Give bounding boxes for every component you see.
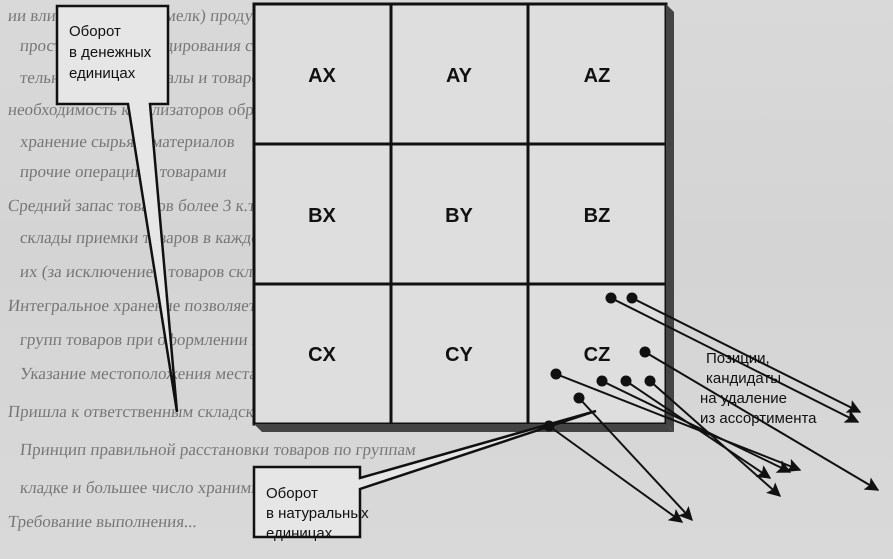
- removal-arrow: [601, 380, 792, 473]
- removal-candidate-dot: [550, 368, 562, 380]
- removal-arrow: [578, 397, 693, 522]
- cell-cz: CZ: [584, 344, 611, 366]
- cell-ax: AX: [308, 65, 336, 87]
- removal-arrow: [644, 351, 880, 491]
- candidates-line-3: на удаление: [700, 390, 787, 407]
- candidates-line-2: кандидаты: [706, 370, 781, 387]
- callout-money-line-3: единицах: [69, 65, 136, 82]
- callout-natural-shape: [252, 409, 597, 539]
- removal-candidate-dot: [626, 292, 638, 304]
- callout-money-turnover: Оборот в денежных единицах: [55, 4, 179, 413]
- cell-bz: BZ: [584, 205, 611, 227]
- cell-by: BY: [445, 205, 473, 227]
- removal-candidate-dot: [573, 392, 585, 404]
- matrix-depth-bottom: [254, 424, 674, 432]
- removal-candidate-dot: [644, 375, 656, 387]
- candidates-line-4: из ассортимента: [700, 410, 817, 427]
- cell-az: AZ: [584, 65, 611, 87]
- callout-natural-line-3: единицах: [266, 525, 333, 542]
- removal-candidate-dot: [620, 375, 632, 387]
- removal-candidate-dot: [543, 420, 555, 432]
- removal-arrow: [649, 380, 782, 497]
- callout-money-shape: [55, 4, 179, 413]
- removal-candidate-dot: [596, 375, 608, 387]
- cell-cx: CX: [308, 344, 336, 366]
- callout-money-line-1: Оборот: [69, 23, 121, 40]
- removal-arrow: [631, 297, 862, 413]
- removal-arrow: [625, 380, 772, 479]
- candidates-line-1: Позиции,: [706, 350, 770, 367]
- cell-bx: BX: [308, 205, 336, 227]
- removal-arrow: [555, 373, 802, 472]
- removal-candidate-dot: [605, 292, 617, 304]
- removal-arrow: [610, 297, 860, 423]
- callout-candidates: Позиции, кандидаты на удаление из ассорт…: [700, 350, 817, 427]
- callout-money-line-2: в денежных: [69, 44, 152, 61]
- cell-ay: AY: [446, 65, 473, 87]
- abc-xyz-matrix: AX AY AZ BX BY BZ CX CY CZ: [252, 2, 674, 432]
- cell-cy: CY: [445, 344, 473, 366]
- removal-arrow: [548, 425, 684, 523]
- removal-candidate-dot: [639, 346, 651, 358]
- matrix-border: [252, 2, 668, 426]
- callout-natural-turnover: Оборот в натуральных единицах: [252, 409, 597, 542]
- matrix-depth-right: [666, 4, 674, 432]
- removal-candidate-arrows: [543, 292, 880, 523]
- callout-natural-line-1: Оборот: [266, 485, 318, 502]
- callout-natural-line-2: в натуральных: [266, 505, 369, 522]
